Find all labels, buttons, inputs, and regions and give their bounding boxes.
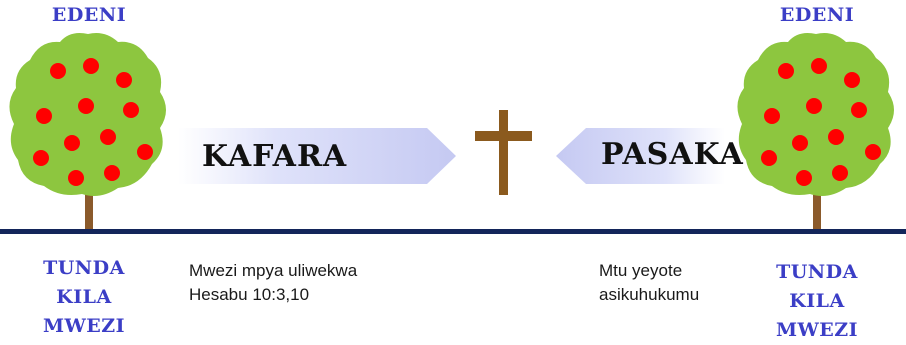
right-fruit-line: MWEZI <box>775 319 859 341</box>
right-caption-line: asikuhukumu <box>599 285 700 304</box>
right-eden-title: EDENI <box>779 4 855 26</box>
right-caption-line: Mtu yeyote <box>599 261 683 280</box>
right-arrow <box>556 128 725 184</box>
cross-icon <box>475 110 532 195</box>
right-fruit-line: TUNDA <box>776 261 858 283</box>
left-tree-icon <box>9 33 167 231</box>
left-fruit-line: KILA <box>56 286 112 308</box>
pasaka-label: PASAKA <box>601 137 744 172</box>
left-arrow <box>178 128 456 184</box>
left-eden-title: EDENI <box>51 4 127 26</box>
kafara-label: KAFARA <box>202 139 348 174</box>
diagram-canvas <box>9 33 894 231</box>
left-caption-line: Hesabu 10:3,10 <box>189 285 310 304</box>
right-tree-icon <box>737 33 894 231</box>
left-fruit-line: MWEZI <box>42 315 126 337</box>
left-caption: Mwezi mpya uliwekwa Hesabu 10:3,10 <box>189 259 357 307</box>
right-fruit-text: TUNDA KILA MWEZI <box>747 258 887 345</box>
ground-line <box>0 229 906 234</box>
left-caption-line: Mwezi mpya uliwekwa <box>189 261 358 280</box>
right-fruit-line: KILA <box>789 290 845 312</box>
left-fruit-line: TUNDA <box>43 257 125 279</box>
right-caption: Mtu yeyote asikuhukumu <box>599 259 699 307</box>
left-fruit-text: TUNDA KILA MWEZI <box>14 254 154 341</box>
